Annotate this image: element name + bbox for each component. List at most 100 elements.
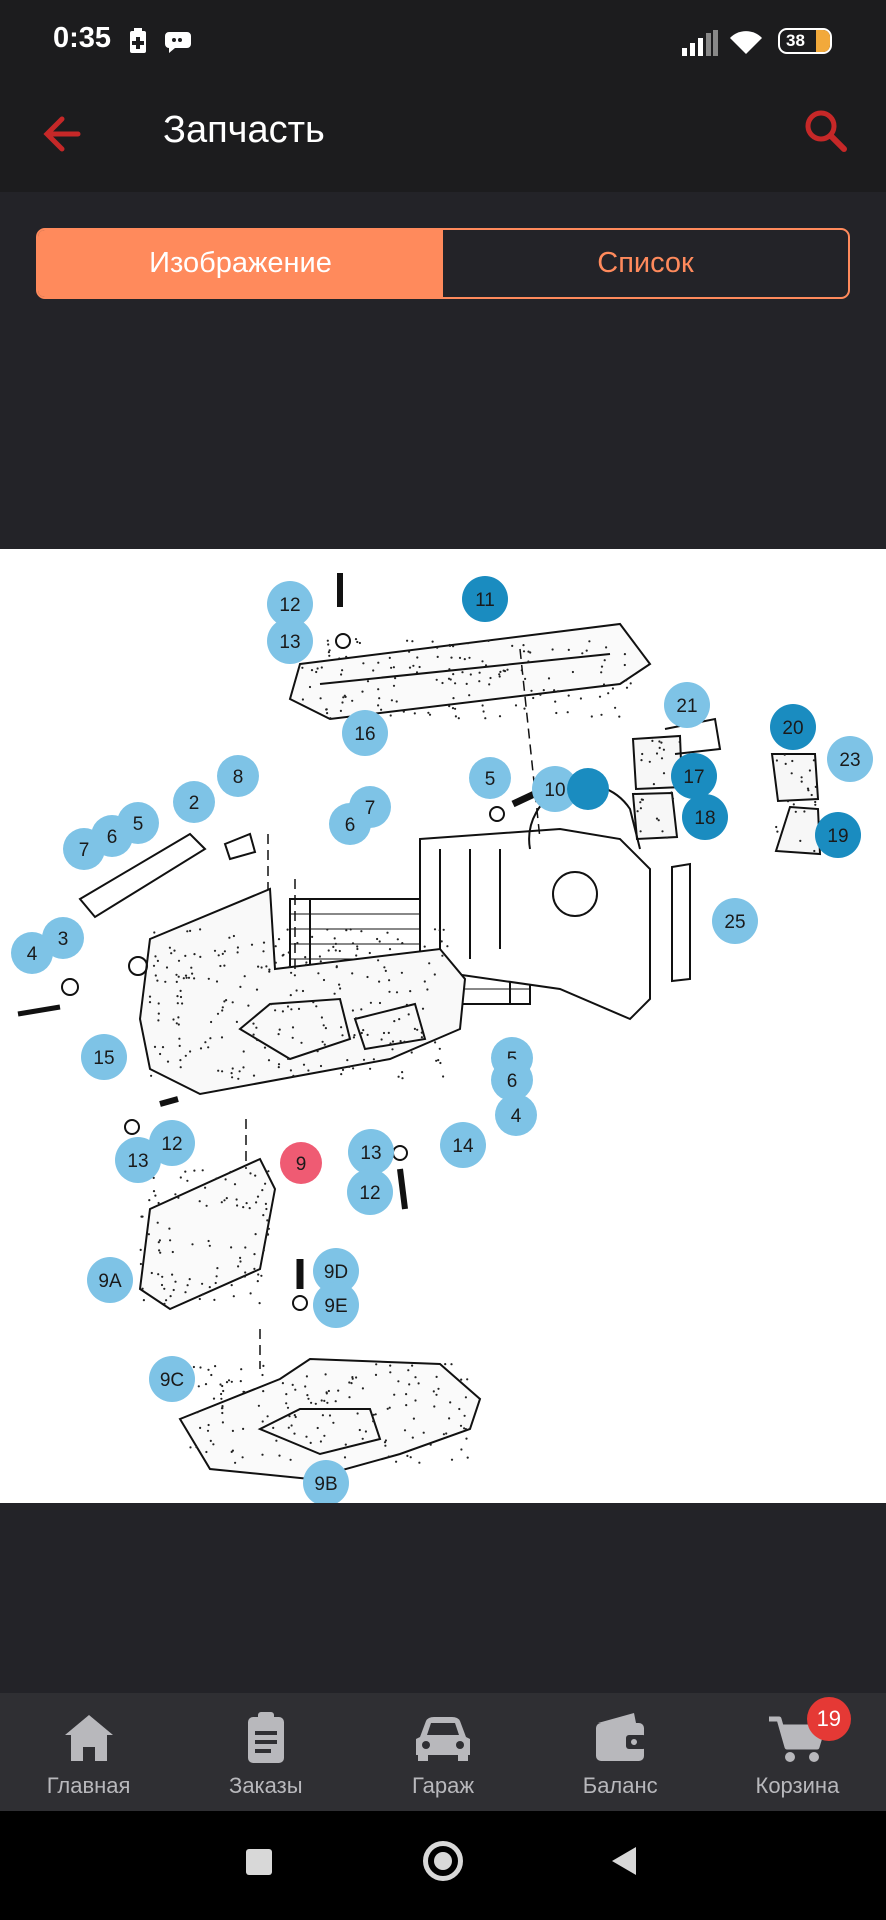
chat-bubble-icon	[165, 32, 191, 53]
search-button[interactable]	[796, 102, 856, 162]
callout-label: 23	[839, 750, 860, 771]
callout-19[interactable]: 19	[815, 812, 861, 858]
callout-label: 10	[544, 780, 565, 801]
callout-12[interactable]: 12	[347, 1169, 393, 1215]
callout-9C[interactable]: 9C	[149, 1356, 195, 1402]
callout-9D[interactable]: 9D	[313, 1248, 359, 1294]
callout-7[interactable]: 7	[349, 786, 391, 828]
search-icon	[805, 110, 847, 152]
orders-clipboard-icon	[247, 1712, 284, 1763]
callout-label: 14	[452, 1136, 474, 1157]
callout-9[interactable]: 9	[280, 1142, 322, 1184]
callout-label: 6	[345, 815, 356, 836]
nav-cart[interactable]: Корзина 19	[709, 1693, 886, 1811]
callout-12[interactable]: 12	[267, 581, 313, 627]
back-system-button[interactable]	[610, 1845, 638, 1877]
callout-label: 21	[676, 696, 697, 717]
callout-label: 2	[189, 793, 200, 814]
callout-label: 17	[683, 767, 704, 788]
callout-11[interactable]: 11	[462, 576, 508, 622]
callout-label: 6	[107, 827, 118, 848]
callout-label: 9	[296, 1154, 307, 1175]
callout-4[interactable]: 4	[495, 1094, 537, 1136]
callout-label: 9E	[324, 1296, 347, 1317]
wifi-icon	[730, 31, 762, 54]
system-navigation-bar	[0, 1811, 886, 1920]
callout-label: 20	[782, 718, 803, 739]
callout-14[interactable]: 14	[440, 1122, 486, 1168]
tab-list[interactable]: Список	[597, 247, 694, 279]
parts-diagram-drawing: 1213111621202317181982765675102543155641…	[11, 573, 873, 1503]
callout-3[interactable]: 3	[42, 917, 84, 959]
tab-image[interactable]: Изображение	[38, 230, 443, 297]
nav-garage[interactable]: Гараж	[354, 1693, 531, 1811]
callout-label: 4	[511, 1106, 522, 1127]
callout-label: 25	[724, 912, 745, 933]
callout-13[interactable]: 13	[115, 1137, 161, 1183]
back-triangle-icon	[612, 1847, 636, 1875]
app-bar: Запчасть	[0, 82, 886, 192]
callout-18[interactable]: 18	[682, 794, 728, 840]
callout-label: 18	[694, 808, 715, 829]
signal-icon	[682, 30, 718, 56]
callout-15[interactable]: 15	[81, 1034, 127, 1080]
battery-level: 38	[786, 31, 805, 50]
nav-orders[interactable]: Заказы	[177, 1693, 354, 1811]
callout-5[interactable]: 5	[117, 802, 159, 844]
callout-label: 13	[360, 1143, 381, 1164]
status-bar: 0:35 38	[0, 0, 886, 82]
callout-20[interactable]: 20	[770, 704, 816, 750]
nav-home[interactable]: Главная	[0, 1693, 177, 1811]
callout-label: 7	[365, 798, 376, 819]
callout-6[interactable]: 6	[491, 1059, 533, 1101]
cart-count-badge: 19	[806, 1697, 851, 1741]
callout-8[interactable]: 8	[217, 755, 259, 797]
home-icon	[64, 1715, 113, 1761]
callout-13[interactable]: 13	[267, 618, 313, 664]
callout-label: 13	[279, 632, 300, 653]
battery-saver-icon	[130, 28, 146, 53]
nav-balance[interactable]: Баланс	[532, 1693, 709, 1811]
callout-9A[interactable]: 9A	[87, 1257, 133, 1303]
callout-17[interactable]: 17	[671, 753, 717, 799]
callout-9B[interactable]: 9B	[303, 1460, 349, 1503]
callout-label: 9A	[98, 1271, 122, 1292]
callout-21[interactable]: 21	[664, 682, 710, 728]
callout-10[interactable]: 10	[532, 766, 578, 812]
home-circle-icon	[434, 1852, 452, 1870]
callout-label: 19	[827, 826, 848, 847]
callout-label: 15	[93, 1048, 114, 1069]
status-time: 0:35	[53, 22, 112, 54]
callout-label: 6	[507, 1071, 518, 1092]
back-button[interactable]	[36, 104, 96, 164]
parts-diagram[interactable]: 1213111621202317181982765675102543155641…	[0, 549, 886, 1503]
home-system-button[interactable]	[423, 1841, 463, 1881]
callout-25[interactable]: 25	[712, 898, 758, 944]
arrow-left-icon	[43, 116, 81, 152]
callout-label: 11	[475, 590, 495, 611]
wallet-icon	[596, 1713, 647, 1761]
view-toggle: Изображение Список	[36, 228, 850, 299]
callout-label: 3	[58, 929, 69, 950]
callout-label: 9C	[160, 1370, 184, 1391]
nav-label-home: Главная	[46, 1773, 131, 1798]
callout-23[interactable]: 23	[827, 736, 873, 782]
nav-label-orders: Заказы	[229, 1773, 303, 1798]
callout-16[interactable]: 16	[342, 710, 388, 756]
callout-9E[interactable]: 9E	[313, 1282, 359, 1328]
callout-5[interactable]: 5	[469, 757, 511, 799]
callout-2[interactable]: 2	[173, 781, 215, 823]
battery-icon: 38	[778, 28, 832, 54]
callout-unlabeled[interactable]	[567, 768, 609, 810]
callout-label: 4	[27, 944, 38, 965]
nav-label-garage: Гараж	[411, 1773, 475, 1798]
recent-apps-button[interactable]	[246, 1849, 272, 1875]
nav-label-cart: Корзина	[755, 1773, 840, 1798]
callout-13[interactable]: 13	[348, 1129, 394, 1175]
callout-label: 13	[127, 1151, 148, 1172]
callout-label: 12	[161, 1134, 182, 1155]
callout-12[interactable]: 12	[149, 1120, 195, 1166]
page-title: Запчасть	[163, 109, 325, 151]
callout-label: 16	[354, 724, 375, 745]
callout-label: 5	[485, 769, 496, 790]
